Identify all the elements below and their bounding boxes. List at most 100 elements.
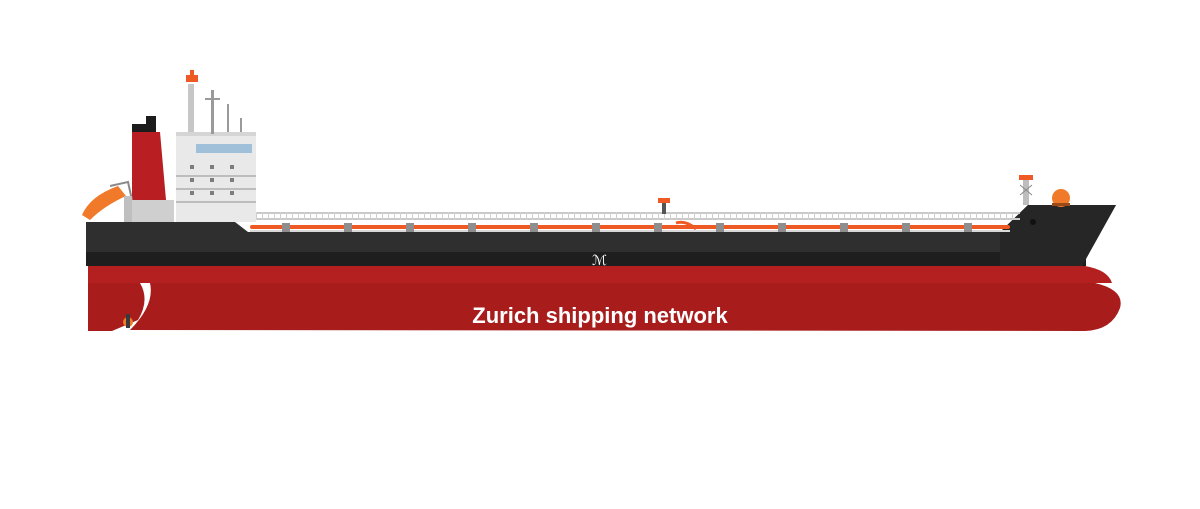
deck-hull: [86, 205, 1116, 266]
railing-post: [256, 212, 257, 220]
railing-post: [1000, 212, 1001, 220]
pipe-support: [468, 223, 476, 232]
railing-posts: [244, 212, 1013, 220]
railing-post: [586, 212, 587, 220]
railing-post: [940, 212, 941, 220]
porthole: [190, 165, 194, 169]
railing-post: [604, 212, 605, 220]
railing-post: [988, 212, 989, 220]
railing-post: [454, 212, 455, 220]
railing-post: [790, 212, 791, 220]
railing-post: [508, 212, 509, 220]
railing-post: [712, 212, 713, 220]
railing-post: [430, 212, 431, 220]
railing-post: [922, 212, 923, 220]
railing-post: [952, 212, 953, 220]
railing-post: [382, 212, 383, 220]
railing-post: [934, 212, 935, 220]
railing-post: [598, 212, 599, 220]
railing-post: [802, 212, 803, 220]
cargo-pipes: [250, 225, 1010, 232]
railing-post: [760, 212, 761, 220]
railing-post: [976, 212, 977, 220]
railing-post: [550, 212, 551, 220]
pipe-support: [654, 223, 662, 232]
railing-post: [808, 212, 809, 220]
railing-post: [334, 212, 335, 220]
upper-hull-band: [88, 266, 1112, 283]
railing-post: [664, 212, 665, 220]
railing-post: [898, 212, 899, 220]
railing-post: [640, 212, 641, 220]
railing-post: [616, 212, 617, 220]
railing-post: [292, 212, 293, 220]
railing-post: [268, 212, 269, 220]
railing-post: [526, 212, 527, 220]
ship-caption: Zurich shipping network: [472, 303, 728, 328]
hawse-mark: ℳ: [592, 252, 607, 268]
railing-post: [544, 212, 545, 220]
railing-post: [796, 212, 797, 220]
railing-post: [646, 212, 647, 220]
railing-post: [838, 212, 839, 220]
pipe-support: [840, 223, 848, 232]
railing-post: [502, 212, 503, 220]
radar-mast: [186, 70, 198, 132]
railing-post: [400, 212, 401, 220]
railing-post: [310, 212, 311, 220]
railing-post: [538, 212, 539, 220]
railing-post: [610, 212, 611, 220]
railing-post: [880, 212, 881, 220]
railing-post: [496, 212, 497, 220]
railing-post: [394, 212, 395, 220]
railing-post: [670, 212, 671, 220]
railing-post: [910, 212, 911, 220]
railing-post: [766, 212, 767, 220]
railing-post: [388, 212, 389, 220]
railing-post: [520, 212, 521, 220]
railing-post: [424, 212, 425, 220]
railing-post: [970, 212, 971, 220]
railing-post: [982, 212, 983, 220]
railing-post: [844, 212, 845, 220]
railing-post: [466, 212, 467, 220]
railing-post: [658, 212, 659, 220]
pipe-support: [282, 223, 290, 232]
railing-post: [892, 212, 893, 220]
rudder-propeller: [88, 283, 145, 331]
railing-post: [1006, 212, 1007, 220]
railing-post: [358, 212, 359, 220]
railing-post: [628, 212, 629, 220]
railing-post: [814, 212, 815, 220]
railing-post: [832, 212, 833, 220]
railing-post: [694, 212, 695, 220]
railing-post: [340, 212, 341, 220]
railing-post: [874, 212, 875, 220]
railing-post: [448, 212, 449, 220]
railing-post: [742, 212, 743, 220]
pipe-support: [530, 223, 538, 232]
railing-post: [736, 212, 737, 220]
lifeboat: [82, 180, 133, 222]
railing-post: [772, 212, 773, 220]
pipe-support: [592, 223, 600, 232]
railing-post: [862, 212, 863, 220]
railing-post: [916, 212, 917, 220]
railing-post: [688, 212, 689, 220]
railing-post: [352, 212, 353, 220]
railing-post: [316, 212, 317, 220]
railing-post: [286, 212, 287, 220]
funnel: [130, 116, 174, 222]
porthole: [230, 165, 234, 169]
railing-post: [406, 212, 407, 220]
lower-hull: [130, 283, 1121, 331]
railing-post: [346, 212, 347, 220]
railing-post: [778, 212, 779, 220]
railing-post: [280, 212, 281, 220]
railing-post: [370, 212, 371, 220]
railing-post: [514, 212, 515, 220]
porthole: [210, 178, 214, 182]
railing-post: [328, 212, 329, 220]
